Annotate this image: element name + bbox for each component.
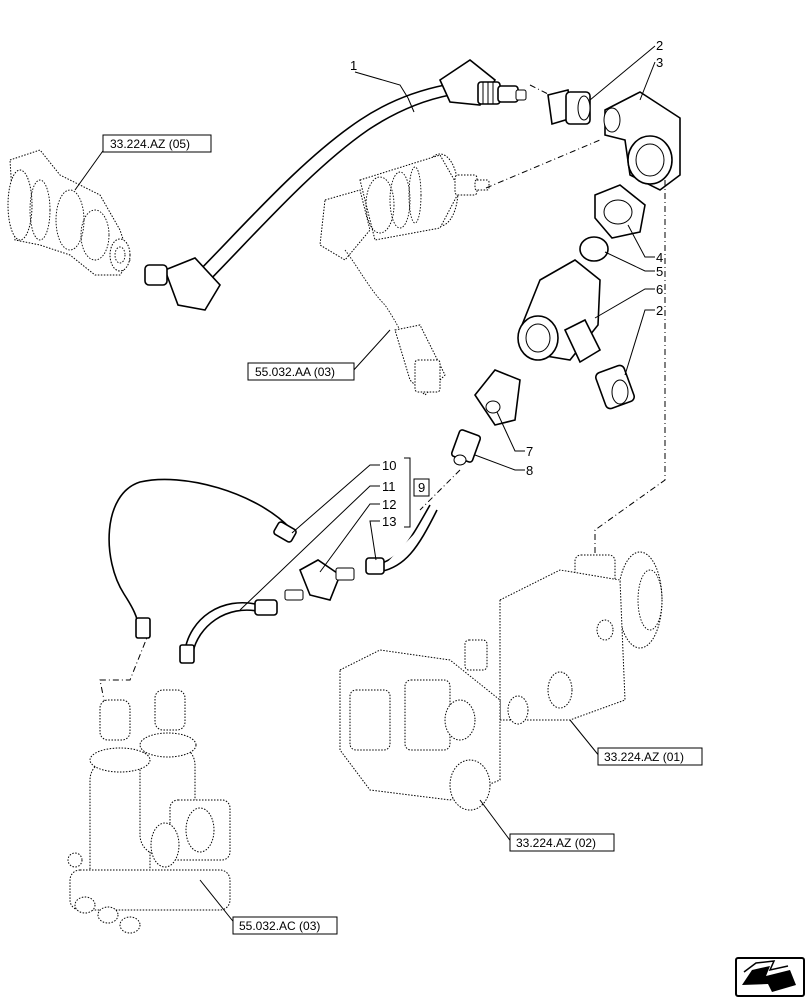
- ref-label-33-224-az-05: 33.224.AZ (05): [110, 137, 190, 151]
- component-55-032-aa-03: [319, 153, 490, 396]
- callout-12: 12: [382, 497, 396, 512]
- hose-part-1: [144, 59, 527, 311]
- tee-part-3: [603, 91, 681, 191]
- callout-5: 5: [656, 264, 663, 279]
- fitting-part-2-top: [547, 89, 591, 126]
- callout-2-top: 2: [656, 38, 663, 53]
- hose-part-13: [365, 504, 438, 575]
- callout-2-mid: 2: [656, 303, 663, 318]
- ref-box-33-224-az-01[interactable]: 33.224.AZ (01): [597, 747, 703, 766]
- callout-4: 4: [656, 250, 663, 265]
- connection-lines: [99, 84, 666, 706]
- tee-part-6: [517, 259, 602, 364]
- callout-11: 11: [382, 479, 396, 494]
- callout-9-box: [413, 478, 430, 497]
- ref-box-55-032-ac-03[interactable]: 55.032.AC (03): [232, 916, 338, 935]
- tee-part-12: [284, 559, 355, 601]
- ref-box-33-224-az-05[interactable]: 33.224.AZ (05): [102, 134, 212, 153]
- fitting-part-2-mid: [595, 364, 635, 410]
- next-page-arrow-icon[interactable]: [735, 957, 805, 997]
- ref-label-33-224-az-01: 33.224.AZ (01): [604, 750, 684, 764]
- ref-label-55-032-aa-03: 55.032.AA (03): [255, 365, 335, 379]
- hose-part-11: [179, 599, 278, 664]
- leader-lines: [74, 45, 656, 926]
- callout-9: 9: [418, 480, 425, 495]
- ref-label-33-224-az-02: 33.224.AZ (02): [516, 836, 596, 850]
- callout-10: 10: [382, 458, 396, 473]
- callout-6: 6: [656, 282, 663, 297]
- component-33-224-az-02: [339, 649, 501, 811]
- adapter-part-7: [474, 369, 521, 426]
- fitting-part-8: [450, 429, 482, 466]
- callout-13: 13: [382, 514, 396, 529]
- hose-part-10: [108, 478, 297, 639]
- ref-box-55-032-aa-03[interactable]: 55.032.AA (03): [247, 362, 355, 381]
- callout-7: 7: [526, 444, 533, 459]
- component-55-032-ac-03: [67, 689, 231, 934]
- component-33-224-az-01: [464, 551, 663, 725]
- callout-1: 1: [350, 58, 357, 73]
- o-ring-part-5: [579, 236, 609, 262]
- callout-3: 3: [656, 55, 663, 70]
- component-33-224-az-05: [7, 149, 131, 276]
- ref-label-55-032-ac-03: 55.032.AC (03): [239, 919, 320, 933]
- ref-box-33-224-az-02[interactable]: 33.224.AZ (02): [509, 833, 615, 852]
- nut-part-4: [594, 184, 646, 239]
- callout-8: 8: [526, 463, 533, 478]
